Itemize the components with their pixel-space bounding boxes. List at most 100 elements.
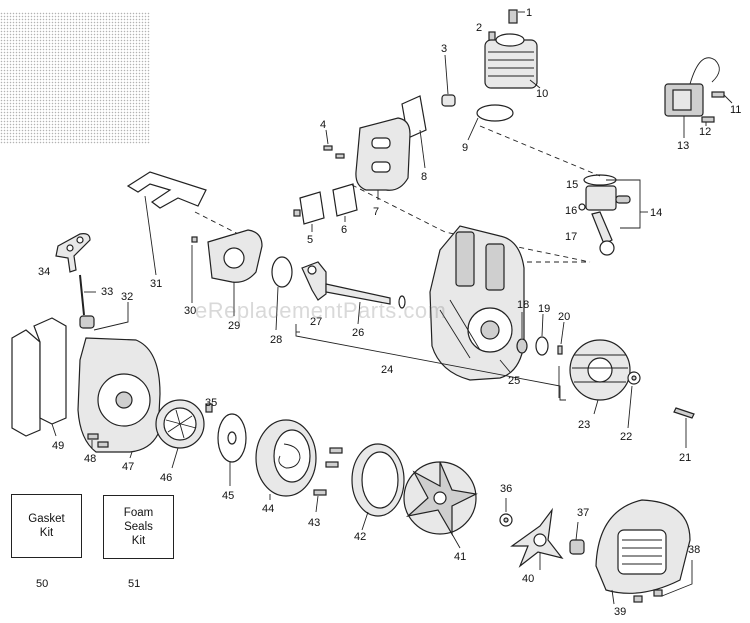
- part-40-fan[interactable]: [510, 507, 564, 570]
- callout-labels: 1 2 3 4 5 6 7 8 9 10 11 12 13 14 15 16 1…: [38, 7, 741, 618]
- callout-33: 33: [101, 286, 113, 298]
- callout-28: 28: [270, 334, 282, 346]
- callout-40: 40: [522, 573, 534, 585]
- part-30-pin[interactable]: [191, 236, 198, 303]
- part-3-intake-cap[interactable]: [441, 54, 456, 107]
- kit-number-51: 51: [128, 578, 141, 590]
- part-9-gasket[interactable]: [467, 104, 514, 141]
- part-22-washer[interactable]: [627, 371, 641, 429]
- speckle-noise: [0, 12, 150, 144]
- callout-37: 37: [577, 507, 589, 519]
- part-20-key[interactable]: [557, 321, 565, 355]
- part-5-gasket[interactable]: [293, 191, 325, 232]
- callout-27: 27: [310, 316, 322, 328]
- part-16-clip[interactable]: [578, 203, 586, 211]
- callout-17: 17: [565, 231, 577, 243]
- callout-6: 6: [341, 224, 347, 236]
- kit-label-foam-seals: Foam Seals Kit: [123, 507, 154, 547]
- part-29-adapter[interactable]: [207, 229, 263, 316]
- callout-2: 2: [476, 22, 482, 34]
- callout-31: 31: [150, 278, 162, 290]
- callout-22: 22: [620, 431, 632, 443]
- callout-32: 32: [121, 291, 133, 303]
- part-49-foam-seal[interactable]: [11, 317, 67, 437]
- part-17-connecting-rod[interactable]: [591, 211, 615, 256]
- callout-16: 16: [565, 205, 577, 217]
- part-33-rope[interactable]: [79, 274, 96, 316]
- callout-42: 42: [354, 531, 366, 543]
- part-18-seal[interactable]: [516, 312, 528, 354]
- callout-47: 47: [122, 461, 134, 473]
- part-23-flywheel[interactable]: [569, 339, 631, 415]
- part-43-screws[interactable]: [313, 447, 343, 513]
- callout-7: 7: [373, 206, 379, 218]
- callout-10: 10: [536, 88, 548, 100]
- callout-4: 4: [320, 119, 326, 131]
- part-11-screw[interactable]: [711, 91, 733, 104]
- part-19-seal[interactable]: [535, 313, 549, 356]
- part-21-pin[interactable]: [673, 407, 695, 448]
- callout-46: 46: [160, 472, 172, 484]
- part-13-ignition-module[interactable]: [664, 57, 720, 138]
- callout-8: 8: [421, 171, 427, 183]
- callout-45: 45: [222, 490, 234, 502]
- part-38-screws[interactable]: [633, 560, 693, 603]
- callout-15: 15: [566, 179, 578, 191]
- callout-29: 29: [228, 320, 240, 332]
- callout-41: 41: [454, 551, 466, 563]
- callout-30: 30: [184, 305, 196, 317]
- callout-20: 20: [558, 311, 570, 323]
- callout-49: 49: [52, 440, 64, 452]
- part-25-crankcase[interactable]: [429, 225, 525, 381]
- callout-19: 19: [538, 303, 550, 315]
- kit-box-gasket[interactable]: Gasket Kit: [11, 494, 82, 558]
- part-44-spring-housing[interactable]: [255, 419, 317, 500]
- part-12-screw[interactable]: [701, 116, 715, 126]
- part-seal-ring[interactable]: [398, 295, 406, 309]
- part-41-impeller[interactable]: [403, 461, 478, 549]
- callout-1: 1: [526, 7, 532, 19]
- part-35-screw[interactable]: [205, 403, 213, 413]
- watermark: eReplacementParts.com: [195, 298, 447, 323]
- callout-21: 21: [679, 452, 691, 464]
- part-10-cylinder[interactable]: [484, 33, 541, 89]
- callout-3: 3: [441, 43, 447, 55]
- part-46-pulley[interactable]: [155, 399, 205, 469]
- callout-39: 39: [614, 606, 626, 618]
- part-1-spark-plug[interactable]: [508, 9, 525, 24]
- part-47-starter-housing[interactable]: [77, 337, 161, 459]
- part-26-shaft[interactable]: [325, 283, 391, 325]
- part-14-piston[interactable]: [585, 185, 631, 211]
- callout-5: 5: [307, 234, 313, 246]
- kit-box-foam-seals[interactable]: Foam Seals Kit: [103, 495, 174, 559]
- part-6-gasket[interactable]: [332, 183, 358, 222]
- part-4-screws[interactable]: [323, 129, 345, 159]
- kit-number-50: 50: [36, 578, 49, 590]
- callout-35: 35: [205, 397, 217, 409]
- callout-26: 26: [352, 327, 364, 339]
- part-39-blower-cover[interactable]: [595, 499, 691, 605]
- part-37-bushing[interactable]: [569, 521, 585, 555]
- callout-44: 44: [262, 503, 274, 515]
- part-28-gasket[interactable]: [271, 256, 293, 331]
- callout-43: 43: [308, 517, 320, 529]
- part-36-nut[interactable]: [499, 498, 513, 527]
- part-27-crankshaft[interactable]: [301, 261, 327, 301]
- callout-9: 9: [462, 142, 468, 154]
- part-32-grommet[interactable]: [79, 302, 129, 331]
- callout-11: 11: [730, 104, 741, 116]
- part-45-washer[interactable]: [217, 413, 247, 486]
- callout-24: 24: [381, 364, 393, 376]
- callout-48: 48: [84, 453, 96, 465]
- part-31-foam-seal[interactable]: [126, 171, 207, 276]
- part-42-cover-ring[interactable]: [351, 443, 405, 531]
- callout-34: 34: [38, 266, 50, 278]
- callout-12: 12: [699, 126, 711, 138]
- callout-18: 18: [517, 299, 529, 311]
- part-34-starter-handle[interactable]: [55, 233, 91, 273]
- part-7-muffler[interactable]: [355, 117, 411, 200]
- callout-38: 38: [688, 544, 700, 556]
- callout-25: 25: [508, 375, 520, 387]
- part-48-screws[interactable]: [87, 433, 109, 448]
